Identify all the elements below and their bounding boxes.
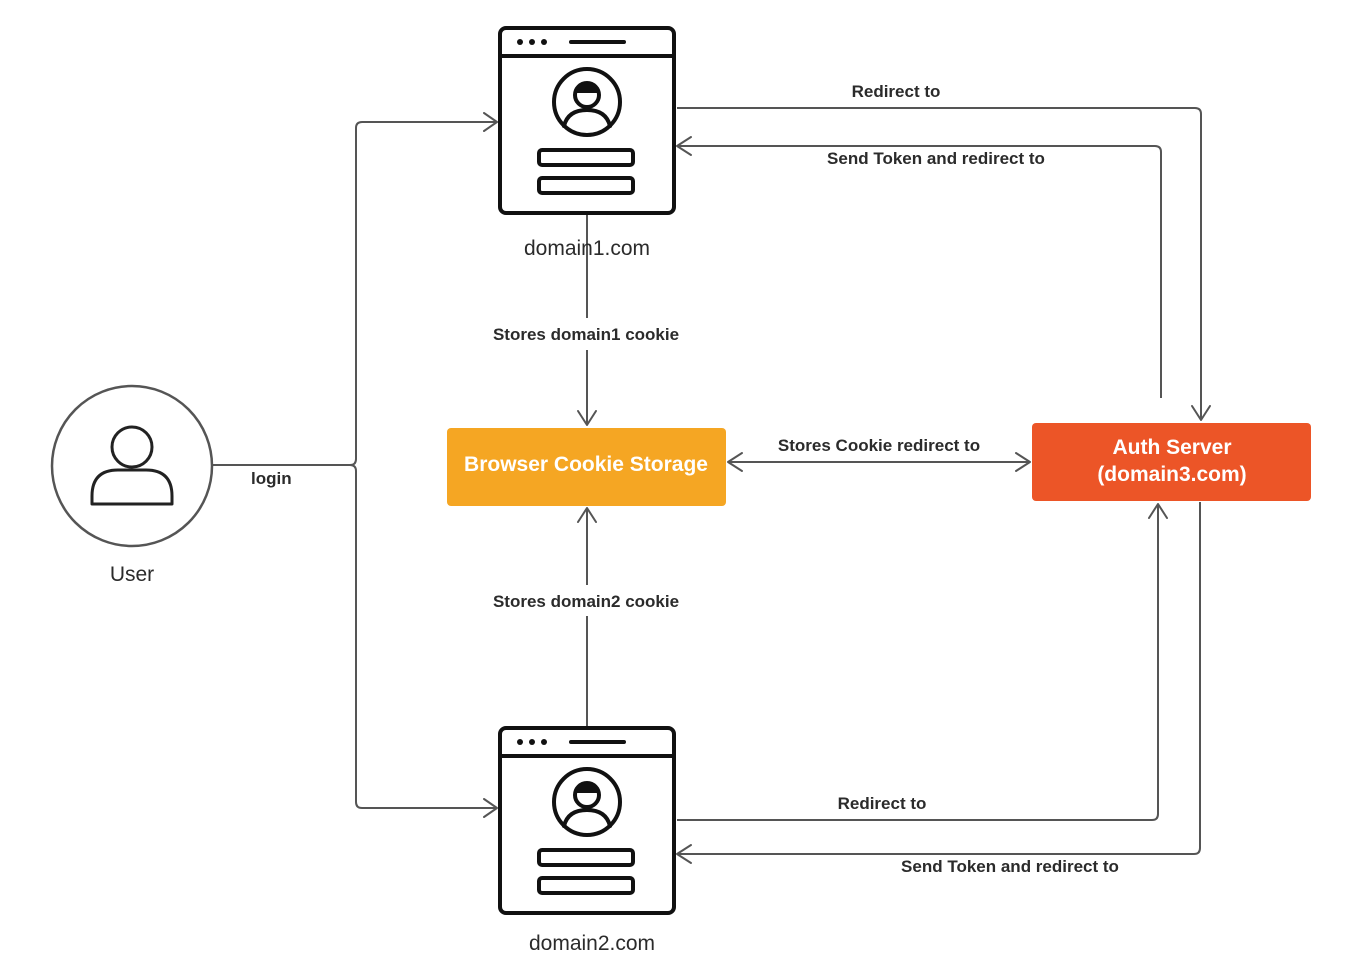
auth-server-node: Auth Server (domain3.com) bbox=[1032, 423, 1311, 501]
label-d2-store: Stores domain2 cookie bbox=[493, 592, 679, 611]
edge-storage-auth bbox=[727, 452, 1031, 472]
label-d1-send-token: Send Token and redirect to bbox=[827, 149, 1045, 168]
label-d2-redirect: Redirect to bbox=[838, 794, 927, 813]
user-icon bbox=[90, 425, 174, 506]
label-storage-auth: Stores Cookie redirect to bbox=[778, 436, 980, 455]
auth-server-domain: (domain3.com) bbox=[1097, 463, 1246, 486]
label-d1-store: Stores domain1 cookie bbox=[493, 325, 679, 344]
browser-window-icon bbox=[498, 26, 676, 215]
edge-d2-redirect bbox=[677, 503, 1168, 821]
edge-d1-store bbox=[577, 215, 597, 426]
domain1-caption: domain1.com bbox=[524, 237, 650, 260]
domain1-node: domain1.com bbox=[498, 26, 676, 260]
edge-d1-send-token bbox=[676, 136, 1162, 398]
domain2-node: domain2.com bbox=[498, 726, 676, 955]
label-d1-redirect: Redirect to bbox=[852, 82, 941, 101]
label-d2-send-token: Send Token and redirect to bbox=[901, 857, 1119, 876]
edge-d2-store bbox=[577, 507, 597, 726]
user-caption: User bbox=[110, 563, 154, 586]
domain2-caption: domain2.com bbox=[529, 932, 655, 955]
edge-login bbox=[212, 112, 498, 818]
edge-d1-redirect bbox=[677, 107, 1211, 421]
browser-window-icon bbox=[498, 726, 676, 915]
user-node: User bbox=[50, 384, 214, 586]
label-login: login bbox=[251, 469, 292, 488]
auth-server-title: Auth Server bbox=[1112, 436, 1231, 459]
cookie-storage-node: Browser Cookie Storage bbox=[447, 428, 726, 506]
cookie-storage-label: Browser Cookie Storage bbox=[464, 453, 708, 476]
edge-d2-send-token bbox=[676, 502, 1201, 864]
